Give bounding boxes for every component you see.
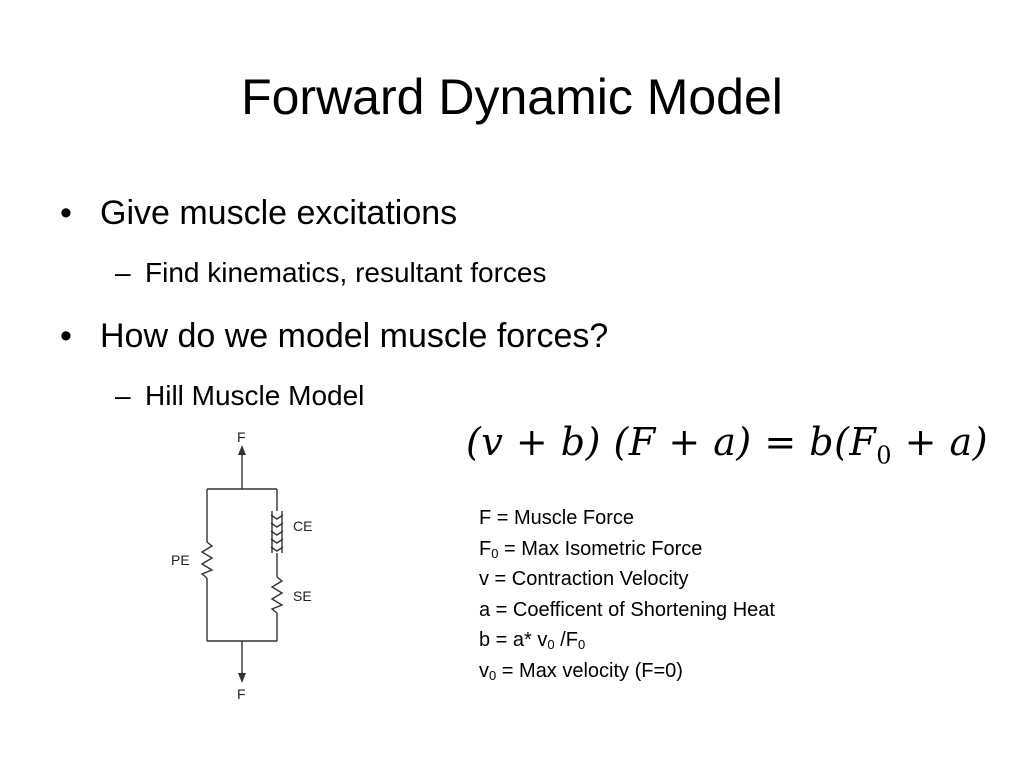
definition-v0: v0 = Max velocity (F=0) xyxy=(479,659,683,683)
equation-equals: = xyxy=(764,420,797,464)
equation-lhs-velocity: (v + b) xyxy=(466,420,601,464)
slide-title: Forward Dynamic Model xyxy=(241,69,783,125)
equation-rhs-sub: 0 xyxy=(876,441,893,470)
top-force-arrowhead xyxy=(238,445,246,455)
hill-muscle-diagram: F F PE CE SE xyxy=(160,425,330,705)
subbullet-marker: – xyxy=(115,380,131,411)
definition-v: v = Contraction Velocity xyxy=(479,568,689,590)
pe-label: PE xyxy=(171,552,190,568)
equation-lhs-force: (F + a) xyxy=(613,420,752,464)
bullet-text: How do we model muscle forces? xyxy=(100,317,609,355)
top-force-label: F xyxy=(237,429,246,445)
bullet-model-muscle-forces: • How do we model muscle forces? xyxy=(60,316,609,356)
definition-F0: F0 = Max Isometric Force xyxy=(479,537,703,561)
ce-label: CE xyxy=(293,518,312,534)
se-spring xyxy=(270,576,284,614)
equation-rhs-post: + a) xyxy=(892,420,989,464)
hill-model-schematic: F F PE CE SE xyxy=(171,429,312,702)
variable-definitions: F = Muscle Force F0 = Max Isometric Forc… xyxy=(479,503,775,686)
bullet-give-muscle-excitations: • Give muscle excitations xyxy=(60,193,458,233)
definition-a: a = Coefficent of Shortening Heat xyxy=(479,598,775,621)
definition-F: F = Muscle Force xyxy=(479,507,635,529)
bullet-text: Give muscle excitations xyxy=(100,194,458,232)
bullet-marker: • xyxy=(60,194,72,232)
se-label: SE xyxy=(293,588,312,604)
definition-b: b = a* v0 /F0 xyxy=(479,629,586,652)
subbullet-text: Hill Muscle Model xyxy=(145,380,365,411)
bottom-force-label: F xyxy=(237,686,246,702)
bottom-force-arrowhead xyxy=(238,673,246,683)
hill-equation: (v + b) (F + a) = b(F0 + a) xyxy=(466,417,988,481)
subbullet-hill-muscle-model: – Hill Muscle Model xyxy=(115,379,365,413)
equation-rhs-pre: b(F xyxy=(809,420,877,464)
bullet-marker: • xyxy=(60,317,72,355)
subbullet-find-kinematics: – Find kinematics, resultant forces xyxy=(115,256,547,290)
pe-spring xyxy=(200,541,214,579)
subbullet-text: Find kinematics, resultant forces xyxy=(145,257,547,288)
subbullet-marker: – xyxy=(115,257,131,288)
